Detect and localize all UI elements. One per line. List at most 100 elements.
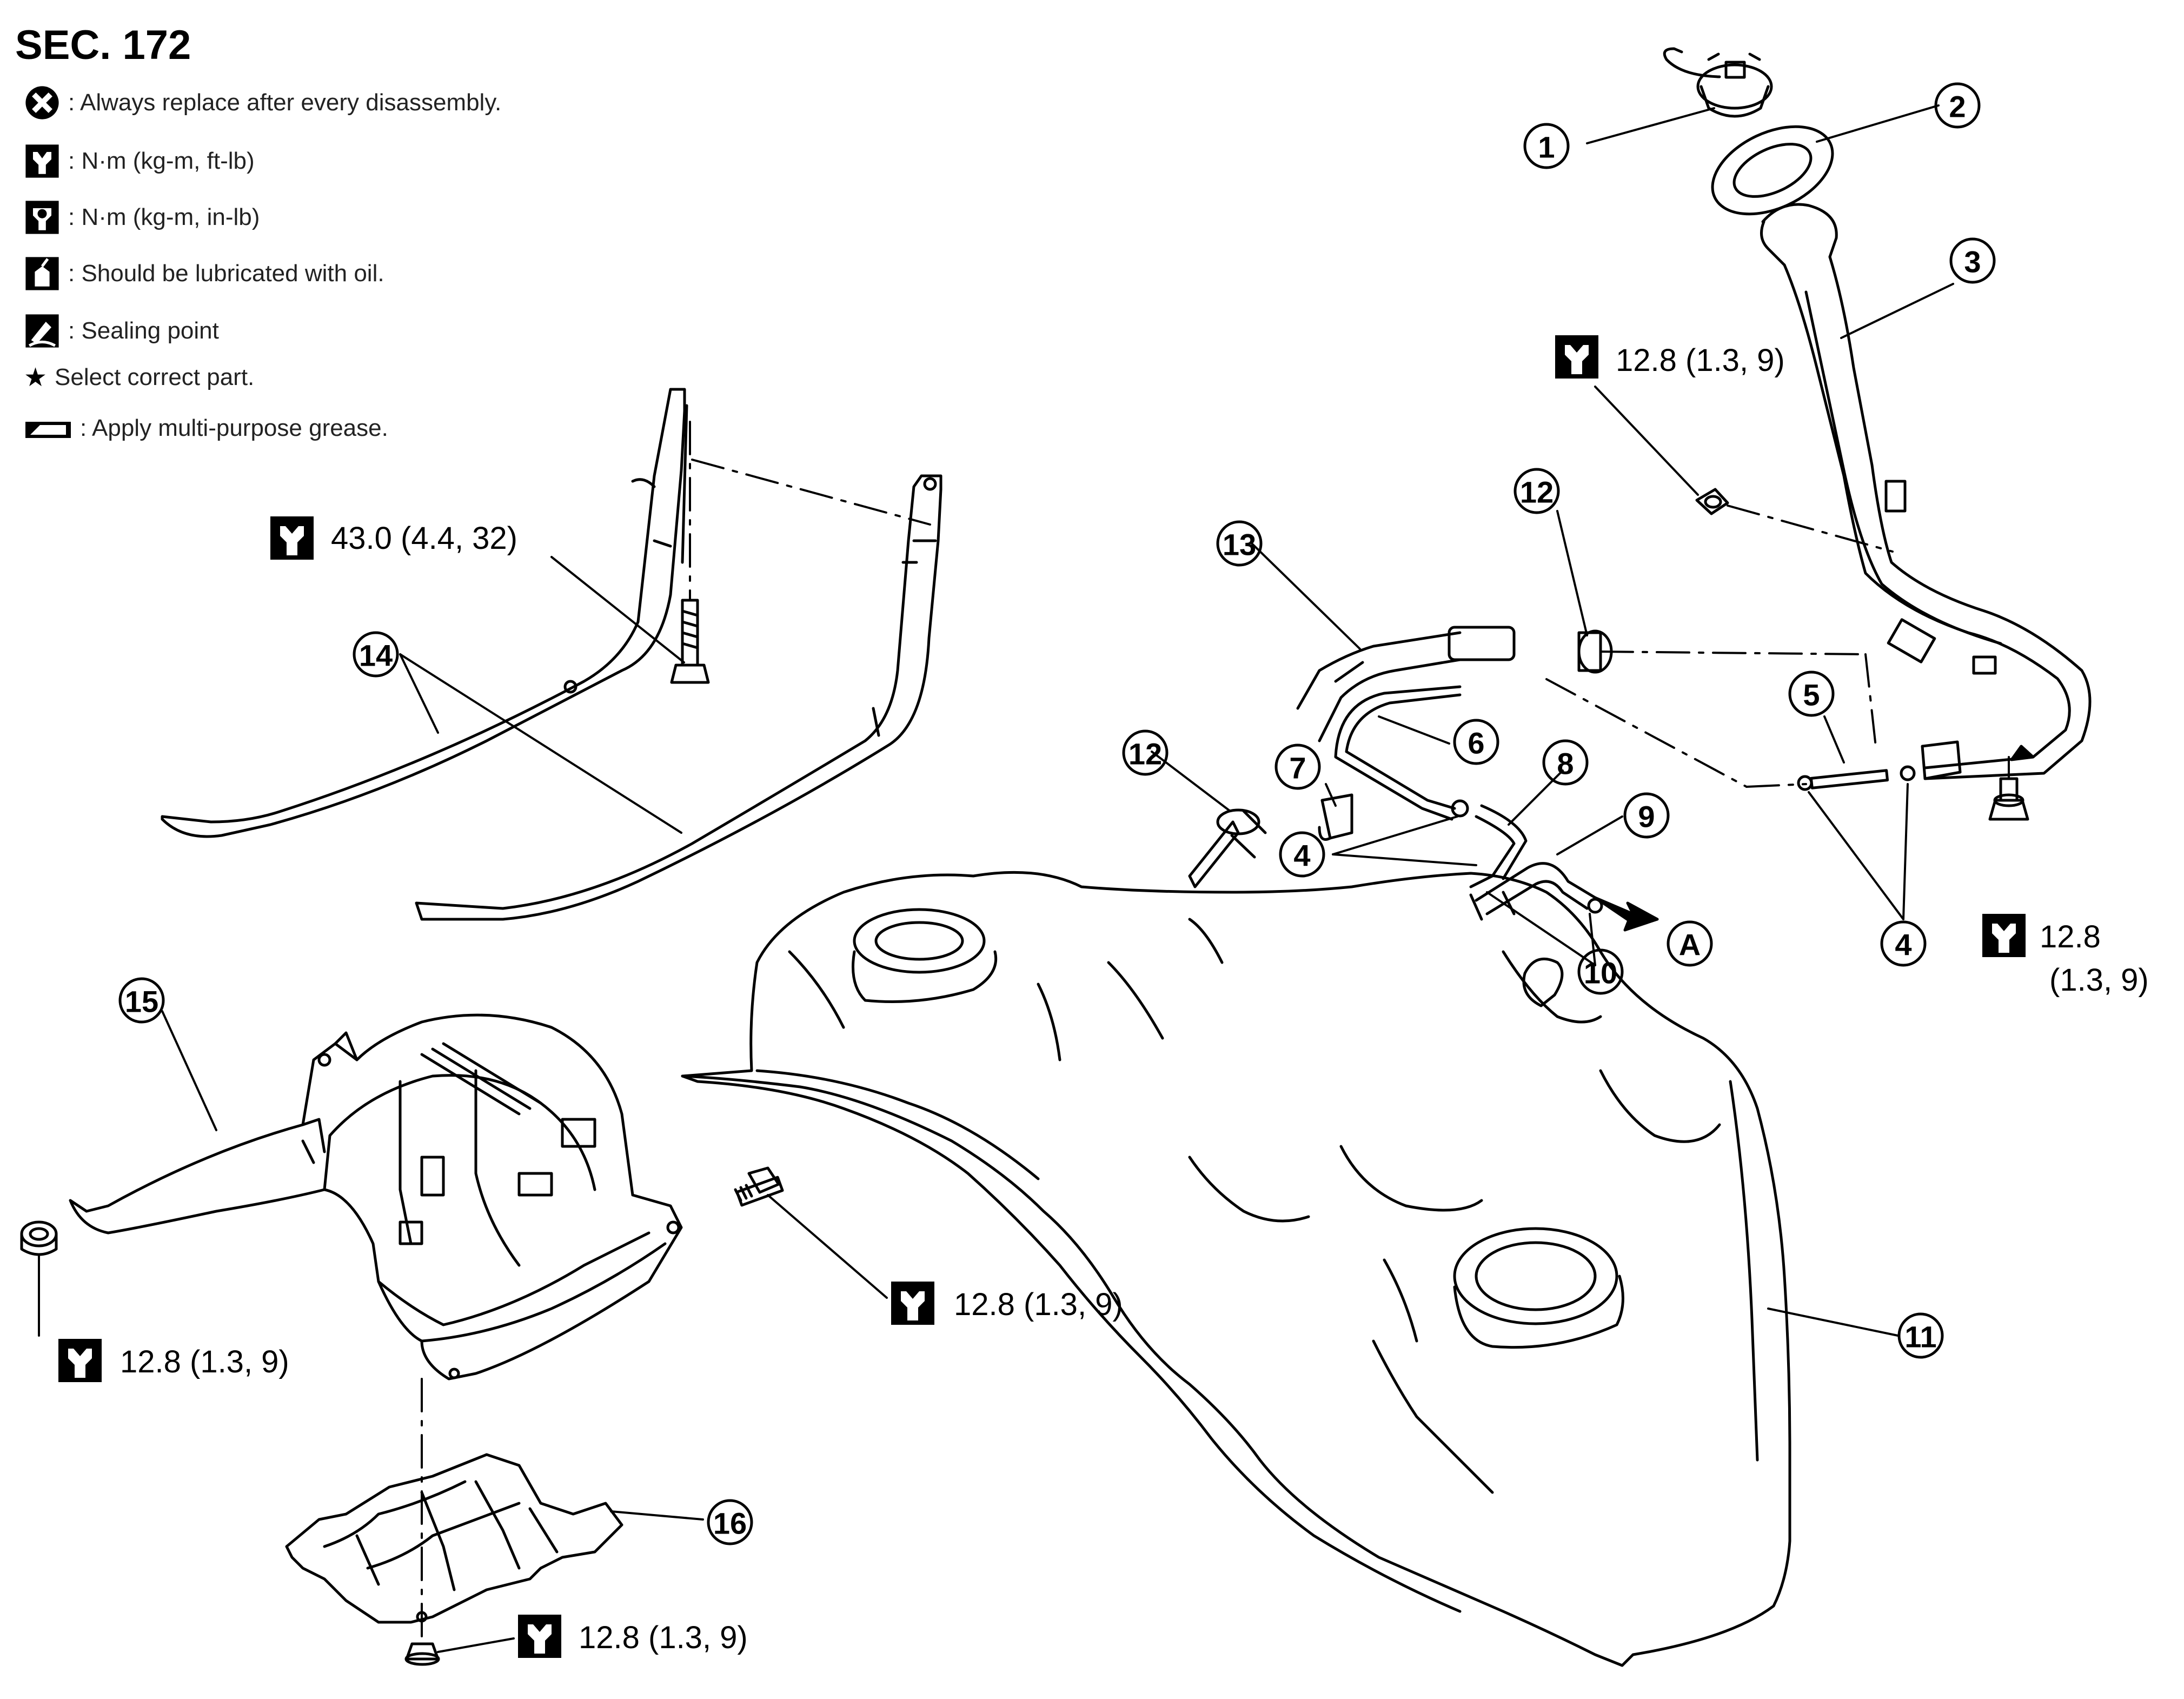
filler-bracket-bolt xyxy=(1695,488,1729,515)
filler-tube xyxy=(1760,203,2092,780)
callout-15: 15 xyxy=(118,977,165,1024)
sealing-point-icon xyxy=(24,313,61,349)
callout-16: 16 xyxy=(707,1499,753,1545)
torque-filler-bracket: 12.8 (1.3, 9) xyxy=(1555,335,1785,379)
svg-text:10: 10 xyxy=(1584,956,1617,990)
callout-13: 13 xyxy=(1216,520,1263,567)
legend-grease: : Apply multi-purpose grease. xyxy=(24,407,388,450)
callout-2: 2 xyxy=(1934,82,1981,129)
legend-select: ★ Select correct part. xyxy=(24,356,254,399)
svg-text:13: 13 xyxy=(1223,528,1256,562)
band-bolt xyxy=(670,599,710,684)
legend-replace: : Always replace after every disassembly… xyxy=(24,81,501,124)
legend-text: : Apply multi-purpose grease. xyxy=(80,415,388,441)
callout-12-left: 12 xyxy=(1122,729,1169,776)
callout-10: 10 xyxy=(1577,948,1624,995)
callout-4-right: 4 xyxy=(1880,920,1927,967)
grease-icon xyxy=(24,410,72,447)
callout-7: 7 xyxy=(1274,744,1321,790)
legend-torque: : N·m (kg-m, ft-lb) xyxy=(24,140,255,183)
callout-a: A xyxy=(1667,920,1713,967)
svg-text:9: 9 xyxy=(1638,800,1655,834)
filler-hose xyxy=(1188,626,1613,888)
svg-text:5: 5 xyxy=(1803,678,1820,712)
legend-text: : N·m (kg-m, ft-lb) xyxy=(68,148,255,174)
callout-3: 3 xyxy=(1949,237,1996,284)
filler-cap xyxy=(1663,47,1773,118)
svg-text:3: 3 xyxy=(1964,245,1981,279)
svg-text:11: 11 xyxy=(1904,1320,1936,1354)
torque-wrench-icon xyxy=(1555,335,1598,379)
callout-11: 11 xyxy=(1897,1312,1944,1359)
vent-tube xyxy=(1797,765,1916,791)
svg-text:12.8 (1.3, 9): 12.8 (1.3, 9) xyxy=(120,1344,289,1379)
callout-12-top: 12 xyxy=(1513,468,1560,514)
section-title: SEC. 172 xyxy=(15,22,191,68)
callout-4-left: 4 xyxy=(1279,831,1325,878)
svg-text:12: 12 xyxy=(1520,475,1554,509)
torque-protector-nut: 12.8 (1.3, 9) xyxy=(58,1339,289,1382)
svg-text:12.8 (1.3, 9): 12.8 (1.3, 9) xyxy=(954,1287,1123,1322)
torque-band-bolt: 43.0 (4.4, 32) xyxy=(270,516,517,560)
torque-protector-bolt: 12.8 (1.3, 9) xyxy=(891,1282,1123,1325)
legend-torque-small: : N·m (kg-m, in-lb) xyxy=(24,196,260,239)
svg-text:4: 4 xyxy=(1293,839,1310,873)
svg-text:12.8 (1.3, 9): 12.8 (1.3, 9) xyxy=(1616,343,1785,378)
legend-text: Select correct part. xyxy=(55,364,255,390)
svg-text:8: 8 xyxy=(1557,747,1574,781)
svg-text:(1.3, 9): (1.3, 9) xyxy=(2049,963,2149,998)
oil-can-icon xyxy=(24,255,61,292)
star-icon: ★ xyxy=(24,363,48,392)
arrow-to-a xyxy=(1594,896,1659,932)
torque-wrench-icon xyxy=(24,143,61,180)
callout-8: 8 xyxy=(1542,739,1589,786)
legend-sealing: : Sealing point xyxy=(24,309,219,353)
svg-text:7: 7 xyxy=(1289,751,1306,785)
svg-text:16: 16 xyxy=(713,1506,747,1541)
filler-mount-nut xyxy=(1988,777,2029,821)
svg-text:6: 6 xyxy=(1468,726,1484,760)
callout-6: 6 xyxy=(1453,719,1499,765)
leader-lines xyxy=(38,104,1954,1653)
svg-text:A: A xyxy=(1679,928,1701,962)
legend-oil: : Should be lubricated with oil. xyxy=(24,252,384,295)
fuel-tank xyxy=(681,871,1791,1667)
svg-text:12.8: 12.8 xyxy=(2040,919,2101,954)
torque-wrench-icon xyxy=(518,1615,561,1658)
legend-text: : Sealing point xyxy=(68,317,219,344)
torque-wrench-icon xyxy=(891,1282,934,1325)
tube-8 xyxy=(1469,804,1528,888)
svg-text:43.0 (4.4, 32): 43.0 (4.4, 32) xyxy=(331,521,517,556)
cover-nut xyxy=(404,1642,440,1666)
callout-5: 5 xyxy=(1788,671,1835,717)
legend-text: : Always replace after every disassembly… xyxy=(68,89,502,116)
protector-bolt xyxy=(734,1166,784,1207)
legend-text: : N·m (kg-m, in-lb) xyxy=(68,204,260,230)
callouts: 1 2 3 4 4 5 6 7 8 9 10 11 12 12 13 14 15… xyxy=(118,82,1996,1545)
tank-mounting-band xyxy=(161,388,942,921)
assembly-lines xyxy=(421,421,2010,1645)
torque-filler-nut: 12.8 (1.3, 9) xyxy=(1982,914,2149,998)
callout-9: 9 xyxy=(1623,792,1670,839)
torque-cover-nut: 12.8 (1.3, 9) xyxy=(518,1615,748,1658)
vent-line xyxy=(1334,685,1469,821)
replace-part-icon xyxy=(24,84,61,121)
torque-wrench-icon xyxy=(1982,914,2026,957)
protector xyxy=(69,1013,683,1381)
svg-text:12.8 (1.3, 9): 12.8 (1.3, 9) xyxy=(579,1620,748,1655)
torque-wrench-small-icon xyxy=(24,199,61,236)
callout-14: 14 xyxy=(353,631,399,678)
svg-text:4: 4 xyxy=(1895,928,1911,962)
clamp xyxy=(1318,793,1353,841)
svg-text:14: 14 xyxy=(359,639,393,673)
svg-text:15: 15 xyxy=(125,985,158,1019)
cover xyxy=(285,1453,623,1624)
svg-text:12: 12 xyxy=(1128,737,1162,771)
svg-text:2: 2 xyxy=(1949,90,1966,124)
callout-1: 1 xyxy=(1523,123,1570,169)
svg-text:1: 1 xyxy=(1538,130,1555,164)
protector-nut xyxy=(20,1220,58,1256)
tube-9 xyxy=(1475,862,1603,915)
torque-wrench-icon xyxy=(270,516,314,560)
